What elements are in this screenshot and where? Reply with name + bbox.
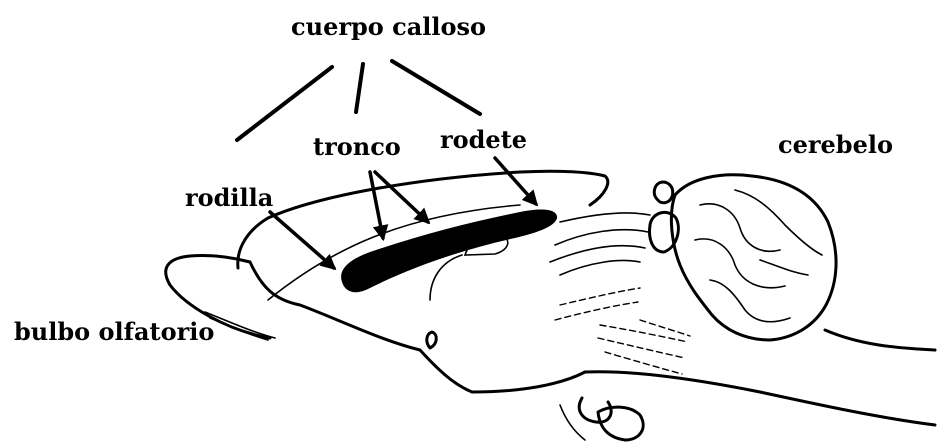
trunk-arrow-right	[375, 172, 428, 222]
label-splenium: rodete	[440, 125, 527, 154]
label-genu: rodilla	[185, 183, 273, 212]
splenium-arrow	[495, 158, 536, 204]
brain-outline	[166, 171, 935, 440]
corpus-callosum-shape	[341, 210, 557, 293]
label-trunk: tronco	[313, 132, 401, 161]
label-olfactory-bulb: bulbo olfatorio	[14, 317, 214, 346]
label-corpus-callosum: cuerpo calloso	[291, 12, 486, 41]
label-cerebellum: cerebelo	[778, 130, 893, 159]
trunk-arrow-left	[370, 172, 383, 238]
genu-arrow	[270, 212, 334, 268]
